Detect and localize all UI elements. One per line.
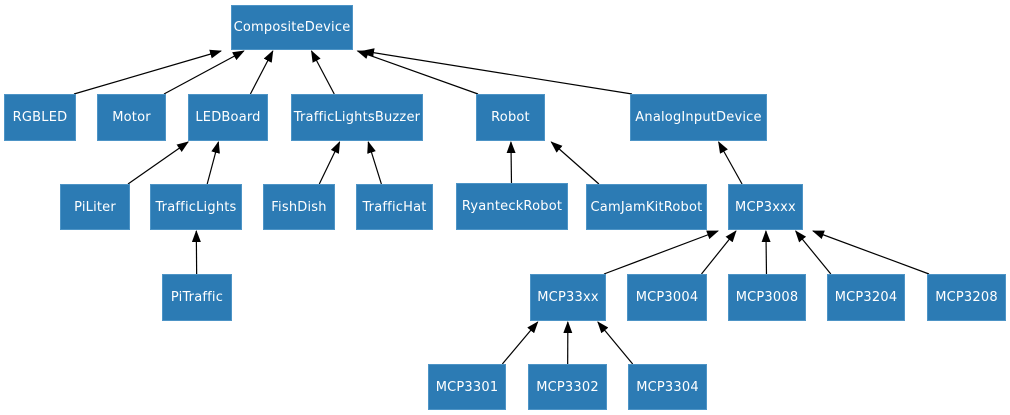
node-analoginputdevice[interactable]: AnalogInputDevice bbox=[630, 94, 767, 141]
node-compositedevice[interactable]: CompositeDevice bbox=[231, 5, 353, 50]
inheritance-edge bbox=[310, 50, 335, 95]
inheritance-edge bbox=[761, 230, 771, 275]
inheritance-edge bbox=[356, 50, 479, 95]
node-mcp3xxx[interactable]: MCP3xxx bbox=[728, 184, 803, 230]
inheritance-edge bbox=[501, 321, 539, 365]
node-fishdish[interactable]: FishDish bbox=[263, 184, 335, 230]
node-mcp3204[interactable]: MCP3204 bbox=[827, 274, 905, 321]
inheritance-edge bbox=[597, 321, 634, 365]
node-mcp3208[interactable]: MCP3208 bbox=[927, 274, 1006, 321]
node-pitraffic[interactable]: PiTraffic bbox=[162, 274, 232, 321]
inheritance-edge bbox=[812, 230, 930, 275]
inheritance-edge bbox=[367, 141, 382, 185]
node-trafficlights[interactable]: TrafficLights bbox=[150, 184, 242, 230]
node-mcp3302[interactable]: MCP3302 bbox=[528, 364, 607, 410]
inheritance-edge bbox=[795, 230, 832, 275]
inheritance-edge bbox=[249, 50, 274, 95]
inheritance-edge bbox=[701, 230, 737, 275]
inheritance-edge bbox=[718, 141, 743, 185]
node-robot[interactable]: Robot bbox=[476, 94, 545, 141]
node-mcp3008[interactable]: MCP3008 bbox=[728, 274, 806, 321]
node-trafficlightsbuzzer[interactable]: TrafficLightsBuzzer bbox=[291, 94, 423, 141]
node-piliter[interactable]: PiLiter bbox=[60, 184, 130, 230]
node-mcp3301[interactable]: MCP3301 bbox=[428, 364, 506, 410]
node-mcp3304[interactable]: MCP3304 bbox=[628, 364, 707, 410]
inheritance-edge bbox=[362, 48, 633, 95]
node-mcp3004[interactable]: MCP3004 bbox=[627, 274, 707, 321]
node-camjamkitrobot[interactable]: CamJamKitRobot bbox=[586, 184, 707, 230]
inheritance-edge bbox=[550, 141, 600, 185]
inheritance-edge bbox=[127, 141, 189, 185]
inheritance-edge bbox=[73, 49, 222, 95]
node-mcp33xx[interactable]: MCP33xx bbox=[530, 274, 606, 321]
inheritance-edge bbox=[206, 141, 220, 185]
inheritance-edge bbox=[506, 141, 516, 184]
node-ryanteckrobot[interactable]: RyanteckRobot bbox=[456, 183, 568, 230]
node-rgbled[interactable]: RGBLED bbox=[4, 94, 76, 141]
node-ledboard[interactable]: LEDBoard bbox=[188, 94, 268, 141]
inheritance-edge bbox=[603, 230, 719, 275]
node-traffichat[interactable]: TrafficHat bbox=[356, 184, 433, 230]
inheritance-edge bbox=[163, 50, 245, 95]
inheritance-edge bbox=[318, 141, 341, 185]
node-motor[interactable]: Motor bbox=[97, 94, 166, 141]
